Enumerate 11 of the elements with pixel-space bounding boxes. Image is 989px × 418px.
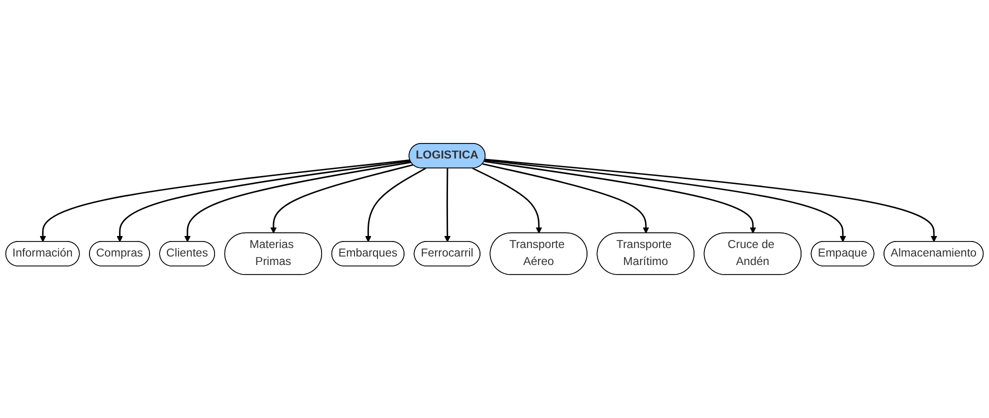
arrow: [472, 168, 542, 234]
arrow: [444, 168, 451, 242]
arrow: [184, 162, 412, 242]
arrow: [482, 163, 650, 234]
arrow: [270, 164, 414, 234]
arrow: [484, 160, 846, 242]
arrow: [116, 160, 411, 242]
arrow: [365, 168, 426, 242]
arrow: [40, 159, 410, 242]
arrow: [484, 160, 756, 234]
arrow: [484, 158, 938, 242]
